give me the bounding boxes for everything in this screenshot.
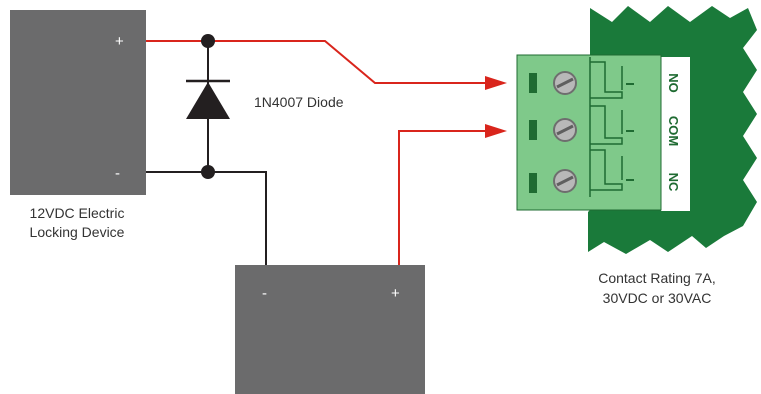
locking-device-caption-line1: 12VDC Electric — [30, 205, 125, 221]
wire-psu-positive-to-com — [398, 130, 495, 265]
contact-rating-line1: Contact Rating 7A, — [598, 270, 716, 286]
terminal-screw-com — [553, 118, 577, 142]
relay-label-strip — [661, 57, 690, 211]
power-supply — [235, 265, 425, 394]
terminal-screw-nc — [553, 169, 577, 193]
relay-label-no: NO — [666, 73, 681, 93]
terminal-block-outlines — [589, 57, 623, 197]
locking-device — [10, 10, 146, 195]
terminal-block-tabs — [626, 83, 634, 181]
locking-device-caption-line2: Locking Device — [30, 224, 125, 240]
locking-device-minus-label: - — [115, 165, 120, 182]
junction-dot-bottom — [201, 165, 215, 179]
wire-positive-to-no — [146, 40, 495, 84]
locking-device-plus-label: + — [115, 33, 124, 50]
power-supply-plus-label: + — [391, 285, 400, 302]
terminal-screw-no — [553, 71, 577, 95]
terminal-indicators — [529, 73, 537, 193]
relay-label-com: COM — [666, 116, 681, 146]
power-supply-minus-label: - — [262, 285, 267, 302]
junction-dot-top — [201, 34, 215, 48]
relay-label-nc: NC — [666, 173, 681, 192]
diode-symbol — [186, 79, 230, 119]
arrow-to-no — [485, 76, 507, 90]
arrow-to-com — [485, 124, 507, 138]
terminal-block — [516, 54, 662, 211]
contact-rating-line2: 30VDC or 30VAC — [603, 290, 712, 306]
wire-negative-to-psu — [146, 171, 267, 265]
diode-label: 1N4007 Diode — [254, 94, 344, 110]
